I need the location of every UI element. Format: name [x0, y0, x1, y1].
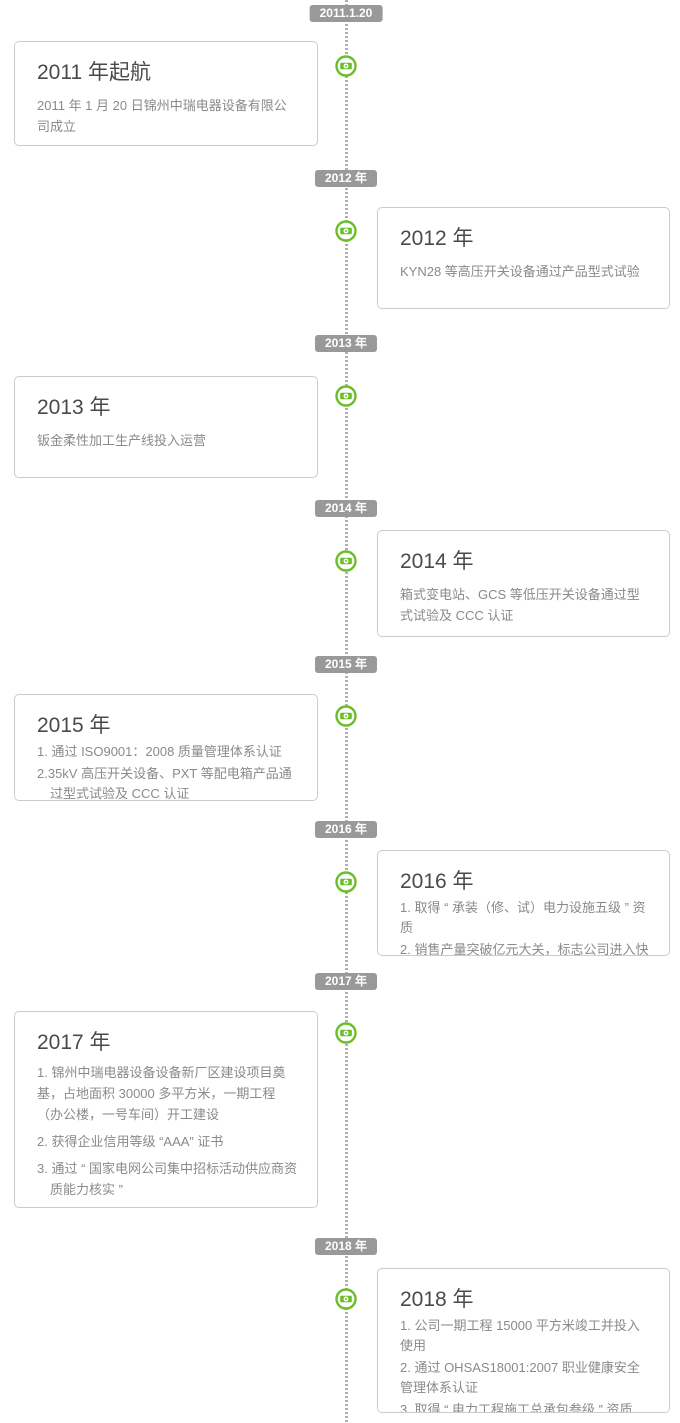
event-title: 2013 年	[37, 396, 111, 419]
event-text: 1. 公司一期工程 15000 平方米竣工并投入使用	[400, 1318, 640, 1353]
event-card-2014: 2014 年 箱式变电站、GCS 等低压开关设备通过型式试验及 CCC 认证	[377, 530, 670, 637]
banknote-icon	[335, 55, 357, 77]
event-text: 3. 取得 “ 电力工程施工总承包叁级 ” 资质	[400, 1402, 633, 1413]
event-card-2012: 2012 年 KYN28 等高压开关设备通过产品型式试验	[377, 207, 670, 309]
timeline-node	[335, 550, 357, 572]
timeline-date-badge: 2013 年	[314, 335, 378, 352]
event-card-2011: 2011 年起航 2011 年 1 月 20 日锦州中瑞电器设备有限公司成立	[14, 41, 318, 146]
banknote-icon	[335, 871, 357, 893]
banknote-icon	[335, 1288, 357, 1310]
event-card-2015: 2015 年 1. 通过 ISO9001：2008 质量管理体系认证 2.35k…	[14, 694, 318, 801]
card-pointer	[378, 222, 387, 241]
timeline-date-badge: 2015 年	[314, 656, 378, 673]
card-pointer	[308, 1024, 317, 1043]
event-title: 2014 年	[400, 550, 474, 573]
event-card-2017: 2017 年 1. 锦州中瑞电器设备设备新厂区建设项目奠基，占地面积 30000…	[14, 1011, 318, 1208]
event-title: 2015 年	[37, 714, 111, 737]
timeline-date-badge: 2012 年	[314, 170, 378, 187]
event-title: 2011 年起航	[37, 61, 151, 84]
timeline-date-badge: 2011.1.20	[309, 5, 383, 22]
timeline-node	[335, 1022, 357, 1044]
banknote-icon	[335, 1022, 357, 1044]
event-text: 1. 锦州中瑞电器设备设备新厂区建设项目奠基，占地面积 30000 多平方米，一…	[37, 1065, 286, 1122]
event-title: 2016 年	[400, 870, 474, 893]
event-text: 箱式变电站、GCS 等低压开关设备通过型式试验及 CCC 认证	[400, 587, 640, 623]
card-pointer	[308, 388, 317, 407]
event-text: 钣金柔性加工生产线投入运营	[37, 433, 207, 448]
event-text: 3. 通过 “ 国家电网公司集中招标活动供应商资质能力核实 ”	[37, 1161, 298, 1197]
card-pointer	[308, 707, 317, 726]
card-pointer	[378, 552, 387, 571]
event-text: 2. 获得企业信用等级 “AAA” 证书	[37, 1134, 224, 1149]
event-card-2018: 2018 年 1. 公司一期工程 15000 平方米竣工并投入使用 2. 通过 …	[377, 1268, 670, 1413]
event-text: 2. 通过 OHSAS18001:2007 职业健康安全管理体系认证	[400, 1360, 640, 1395]
event-title: 2018 年	[400, 1288, 474, 1311]
event-text: 2. 销售产量突破亿元大关，标志公司进入快速成长期	[400, 942, 649, 956]
banknote-icon	[335, 705, 357, 727]
timeline-node	[335, 705, 357, 727]
event-title: 2017 年	[37, 1031, 111, 1054]
timeline-node	[335, 385, 357, 407]
timeline-date-badge: 2018 年	[314, 1238, 378, 1255]
banknote-icon	[335, 220, 357, 242]
card-pointer	[308, 57, 317, 76]
timeline-node	[335, 220, 357, 242]
card-pointer	[378, 1290, 387, 1309]
event-text: KYN28 等高压开关设备通过产品型式试验	[400, 264, 640, 279]
banknote-icon	[335, 385, 357, 407]
timeline-date-badge: 2017 年	[314, 973, 378, 990]
event-card-2013: 2013 年 钣金柔性加工生产线投入运营	[14, 376, 318, 478]
card-pointer	[378, 873, 387, 892]
timeline-node	[335, 1288, 357, 1310]
event-text: 2.35kV 高压开关设备、PXT 等配电箱产品通过型式试验及 CCC 认证	[37, 766, 292, 801]
event-card-2016: 2016 年 1. 取得 “ 承装（修、试）电力设施五级 ” 资质 2. 销售产…	[377, 850, 670, 956]
timeline-date-badge: 2016 年	[314, 821, 378, 838]
event-text: 2011 年 1 月 20 日锦州中瑞电器设备有限公司成立	[37, 98, 287, 134]
event-text: 1. 通过 ISO9001：2008 质量管理体系认证	[37, 744, 282, 759]
event-title: 2012 年	[400, 227, 474, 250]
event-text: 1. 取得 “ 承装（修、试）电力设施五级 ” 资质	[400, 900, 646, 935]
timeline-node	[335, 871, 357, 893]
banknote-icon	[335, 550, 357, 572]
timeline-date-badge: 2014 年	[314, 500, 378, 517]
timeline-node	[335, 55, 357, 77]
